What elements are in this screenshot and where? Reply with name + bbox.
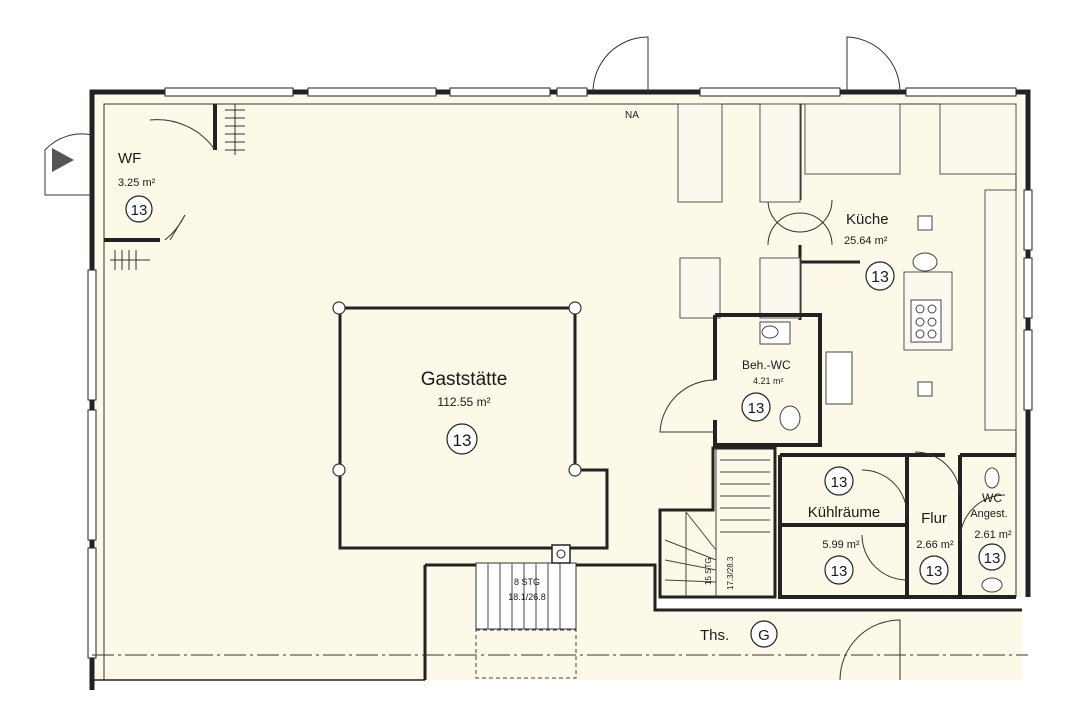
room-area-gaststaette: 112.55 m²: [437, 395, 490, 409]
room-name-wc-angest: Angest.: [970, 508, 1007, 520]
room-area-kuehlraeume: 5.99 m²: [822, 539, 860, 551]
room-area-beh-wc: 4.21 m²: [753, 376, 784, 386]
room-area-kueche: 25.64 m²: [844, 235, 888, 247]
room-name-beh-wc: Beh.-WC: [742, 358, 791, 372]
room-code-kuehlraeume: 13: [831, 563, 848, 580]
room-name-flur: Flur: [921, 510, 947, 527]
wf-wall: [104, 104, 217, 242]
room-code-kuehlraeume-top: 13: [831, 474, 848, 491]
main-stair-treads: [664, 448, 770, 597]
room-name-kuehlraeume: Kühlräume: [808, 504, 881, 521]
sink-icon: [759, 252, 938, 405]
stair-front-steps: 8 STG: [514, 577, 540, 587]
room-name-wc: WC: [982, 491, 1002, 505]
wf-door-swing: [149, 119, 216, 241]
column-markers: [332, 301, 582, 477]
stair-main-steps: 15 STG: [704, 557, 713, 585]
kitchen-counters: [677, 103, 1017, 431]
terrace-label: Ths.: [700, 627, 729, 644]
kitchen-door-swing: [767, 199, 833, 246]
stair-front-dims: 18.1/26.8: [508, 592, 546, 602]
room-code-wc: 13: [984, 550, 1001, 567]
room-code-beh-wc: 13: [748, 400, 765, 417]
wf-grille: [110, 104, 245, 270]
floor-area: [92, 92, 1022, 680]
terrace-code: G: [758, 627, 770, 644]
room-area-flur: 2.66 m²: [916, 539, 954, 551]
shaft-marker: [551, 544, 571, 564]
terrace-door: [839, 619, 901, 681]
beh-wc-wall: [713, 313, 822, 447]
room-name-gaststaette: Gaststätte: [421, 369, 508, 390]
entry-door: [44, 133, 93, 196]
service-door-swings: [861, 451, 1006, 581]
front-stair-treads: [487, 563, 561, 629]
left-windows: [87, 269, 97, 659]
top-door-na: [592, 36, 649, 93]
room-name-kueche: Küche: [846, 211, 889, 228]
room-area-wf: 3.25 m²: [118, 177, 156, 189]
stove-icon: [910, 299, 942, 343]
room-code-flur: 13: [926, 563, 943, 580]
top-door-kitchen: [846, 36, 901, 93]
stair-main-dims: 17.3/28.3: [726, 556, 735, 590]
entry-arrow-icon: [52, 148, 74, 172]
room-name-wf: WF: [118, 150, 141, 167]
vent-icon: [917, 215, 933, 397]
room-area-wc: 2.61 m²: [974, 529, 1012, 541]
room-code-wf: 13: [131, 202, 148, 219]
beh-wc-door: [659, 379, 716, 433]
toilet-icon: [779, 405, 1003, 593]
na-label: NA: [625, 110, 639, 121]
right-windows: [1023, 189, 1033, 411]
front-stair-landing: [475, 629, 577, 679]
service-walls: [778, 453, 1016, 599]
top-windows: [164, 87, 1017, 97]
main-stair-outline: [658, 446, 777, 599]
room-code-gaststaette: 13: [453, 431, 472, 450]
room-code-kueche: 13: [871, 269, 889, 286]
front-stair: [475, 562, 577, 630]
